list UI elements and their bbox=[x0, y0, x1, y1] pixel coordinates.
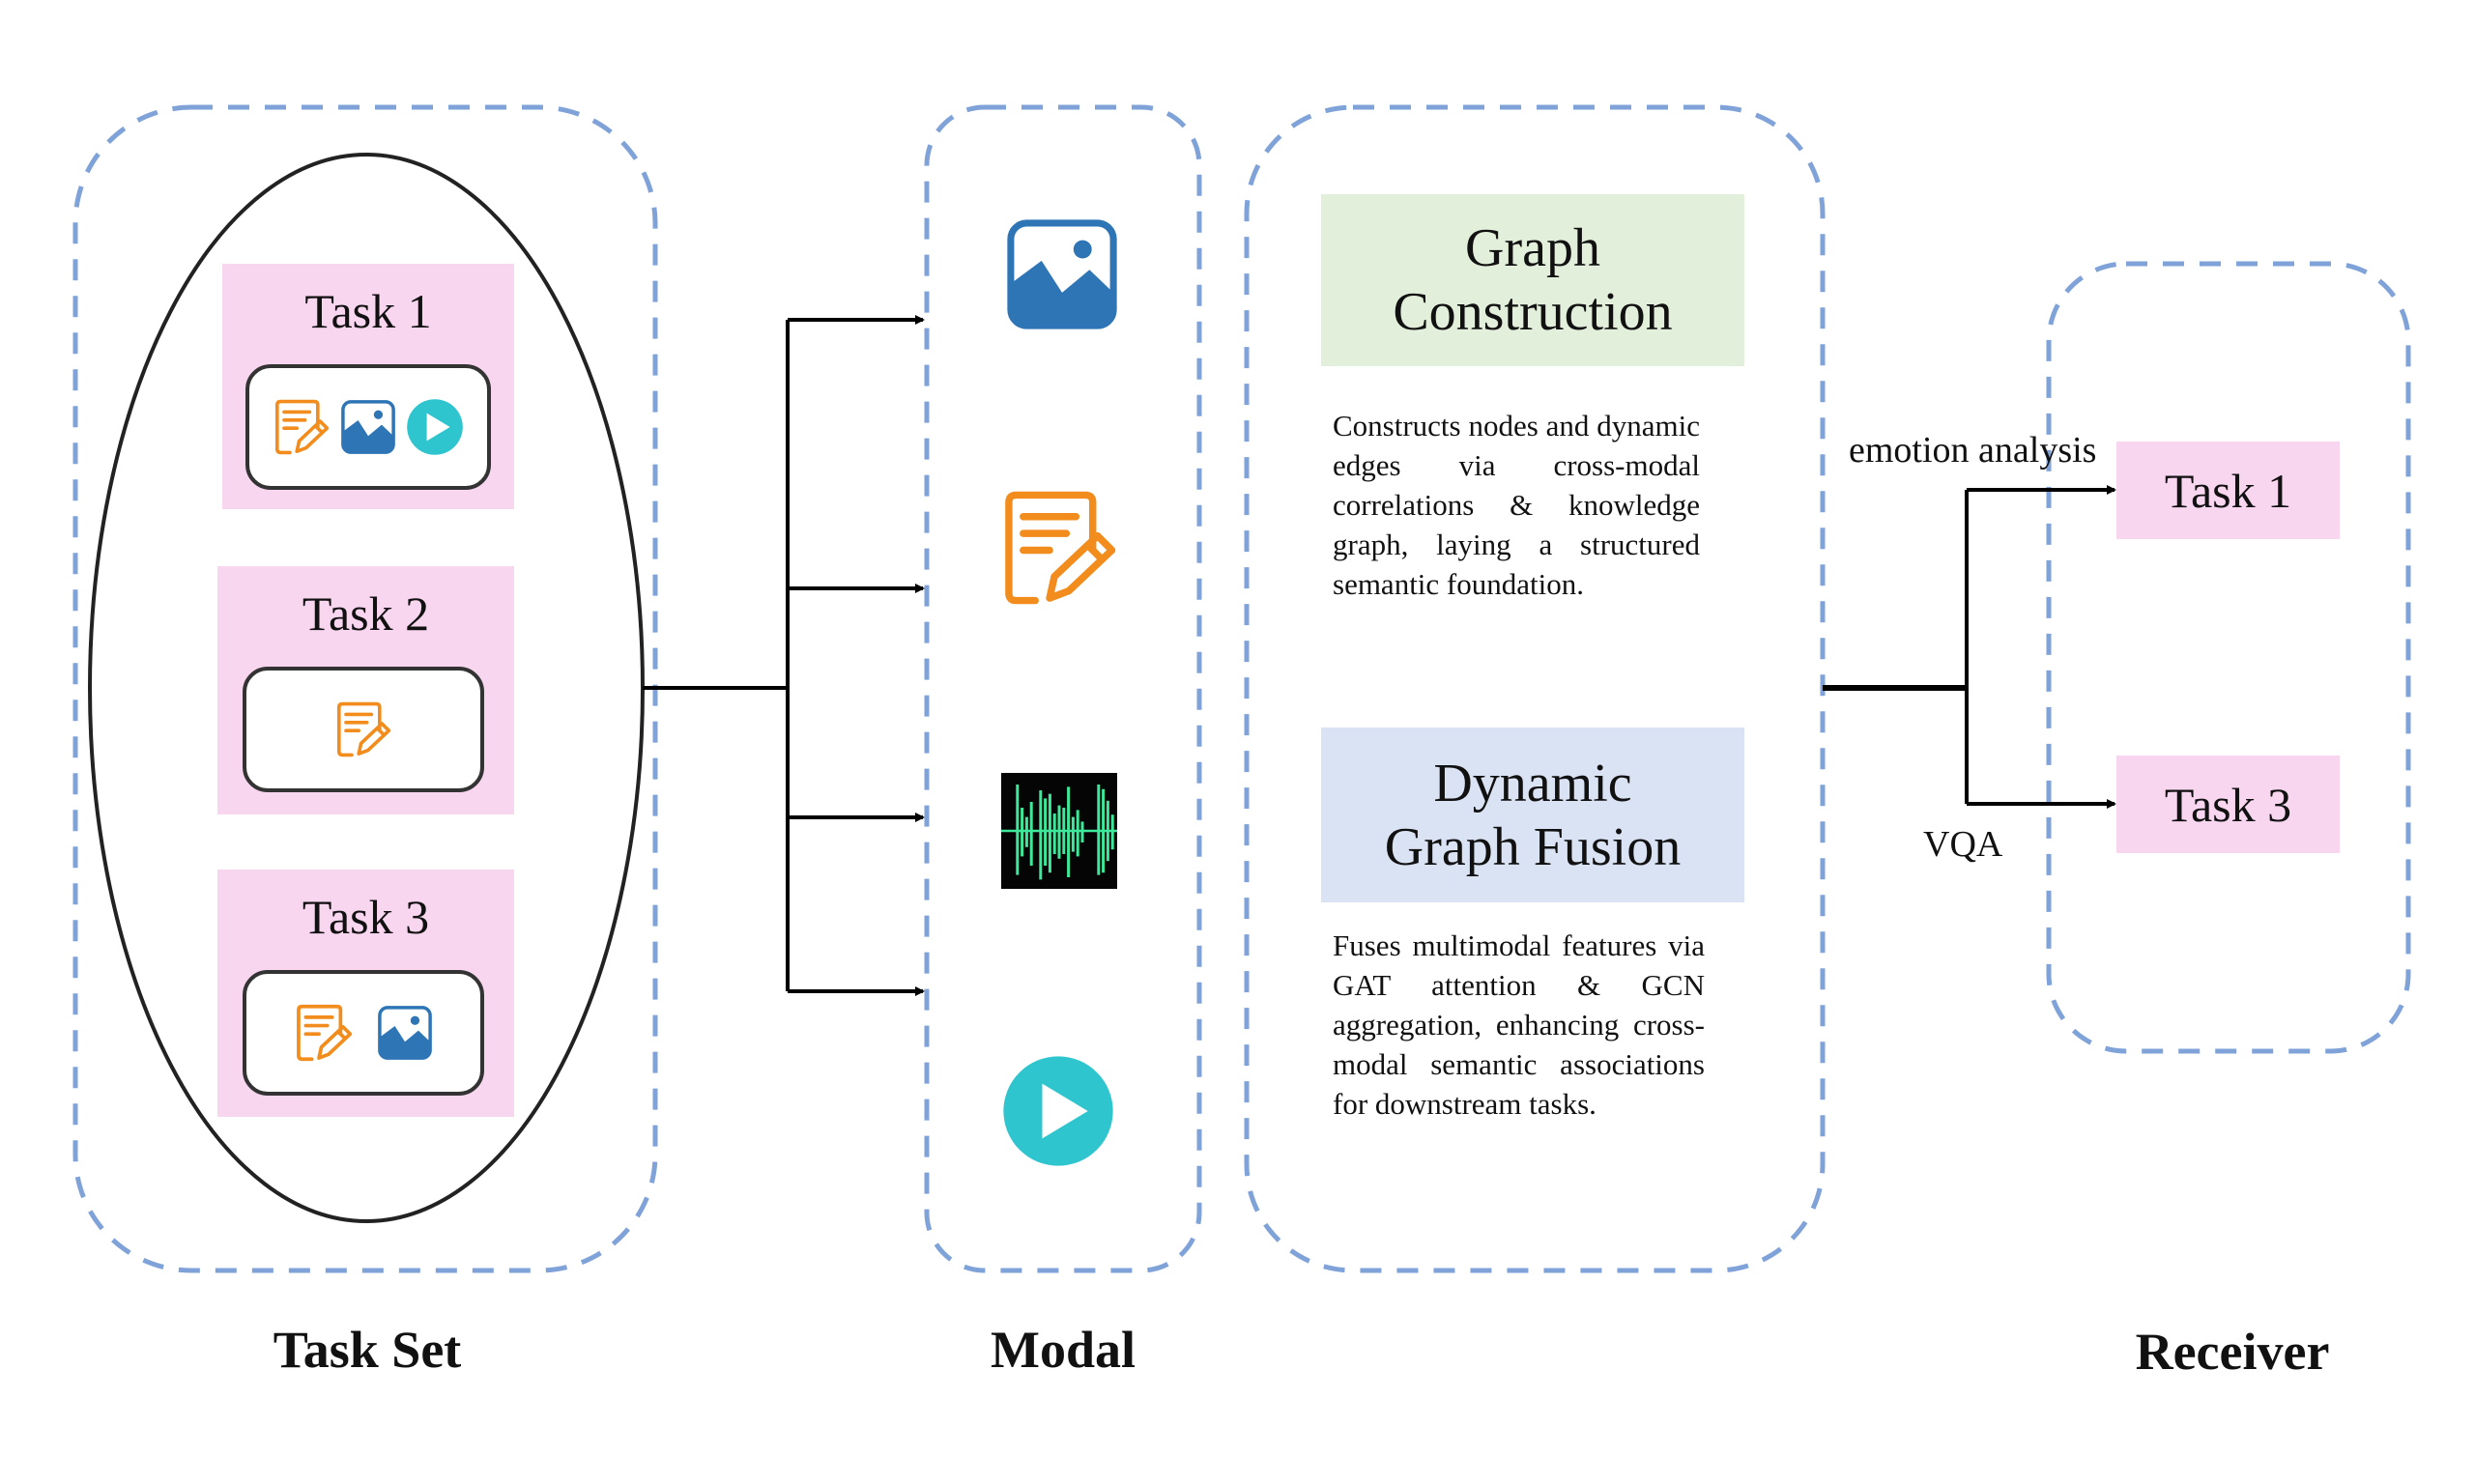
edge-label-emotion-analysis: emotion analysis bbox=[1849, 430, 2097, 471]
text-edit-icon bbox=[334, 700, 392, 758]
dynamic-graph-fusion-description: Fuses multimodal features via GAT attent… bbox=[1333, 928, 1705, 1121]
task-to-modal-connector bbox=[643, 315, 925, 996]
task-card-title: Task 1 bbox=[304, 284, 432, 338]
video-play-icon bbox=[1001, 1054, 1115, 1168]
task-card-title: Task 3 bbox=[302, 890, 430, 944]
modal-container bbox=[924, 104, 1202, 1273]
task-card-1: Task 1 bbox=[222, 264, 514, 509]
task-modality-box bbox=[245, 364, 491, 490]
task-set-label: Task Set bbox=[273, 1321, 462, 1379]
task-modality-box bbox=[243, 667, 484, 792]
receiver-task-3: Task 3 bbox=[2116, 756, 2340, 853]
processing-to-receiver-connector bbox=[1823, 485, 2116, 809]
task-card-3: Task 3 bbox=[217, 870, 514, 1117]
receiver-label: Receiver bbox=[2135, 1323, 2330, 1381]
image-icon bbox=[1005, 217, 1119, 331]
text-edit-icon bbox=[273, 398, 331, 456]
task-modality-box bbox=[243, 970, 484, 1096]
graph-construction-description: Constructs nodes and dynamic edges via c… bbox=[1333, 409, 1700, 601]
text-edit-icon bbox=[294, 1003, 354, 1063]
receiver-container bbox=[2046, 261, 2411, 1054]
graph-construction-title-line1: Graph bbox=[1465, 218, 1600, 278]
graph-construction-title-line2: Construction bbox=[1393, 282, 1673, 342]
image-icon bbox=[377, 1005, 433, 1061]
task-card-2: Task 2 bbox=[217, 566, 514, 814]
receiver-task-1: Task 1 bbox=[2116, 442, 2340, 539]
graph-construction-header: Graph Construction bbox=[1321, 194, 1744, 366]
task-card-title: Task 2 bbox=[302, 586, 430, 641]
dynamic-graph-fusion-title-line1: Dynamic bbox=[1433, 753, 1632, 813]
modal-label: Modal bbox=[990, 1321, 1136, 1379]
audio-waveform-icon bbox=[1001, 771, 1117, 891]
video-play-icon bbox=[406, 398, 464, 456]
text-edit-icon bbox=[999, 488, 1119, 608]
dynamic-graph-fusion-header: Dynamic Graph Fusion bbox=[1321, 728, 1744, 902]
image-icon bbox=[340, 399, 396, 455]
edge-label-vqa: VQA bbox=[1923, 824, 2003, 865]
dynamic-graph-fusion-title-line2: Graph Fusion bbox=[1384, 816, 1682, 877]
